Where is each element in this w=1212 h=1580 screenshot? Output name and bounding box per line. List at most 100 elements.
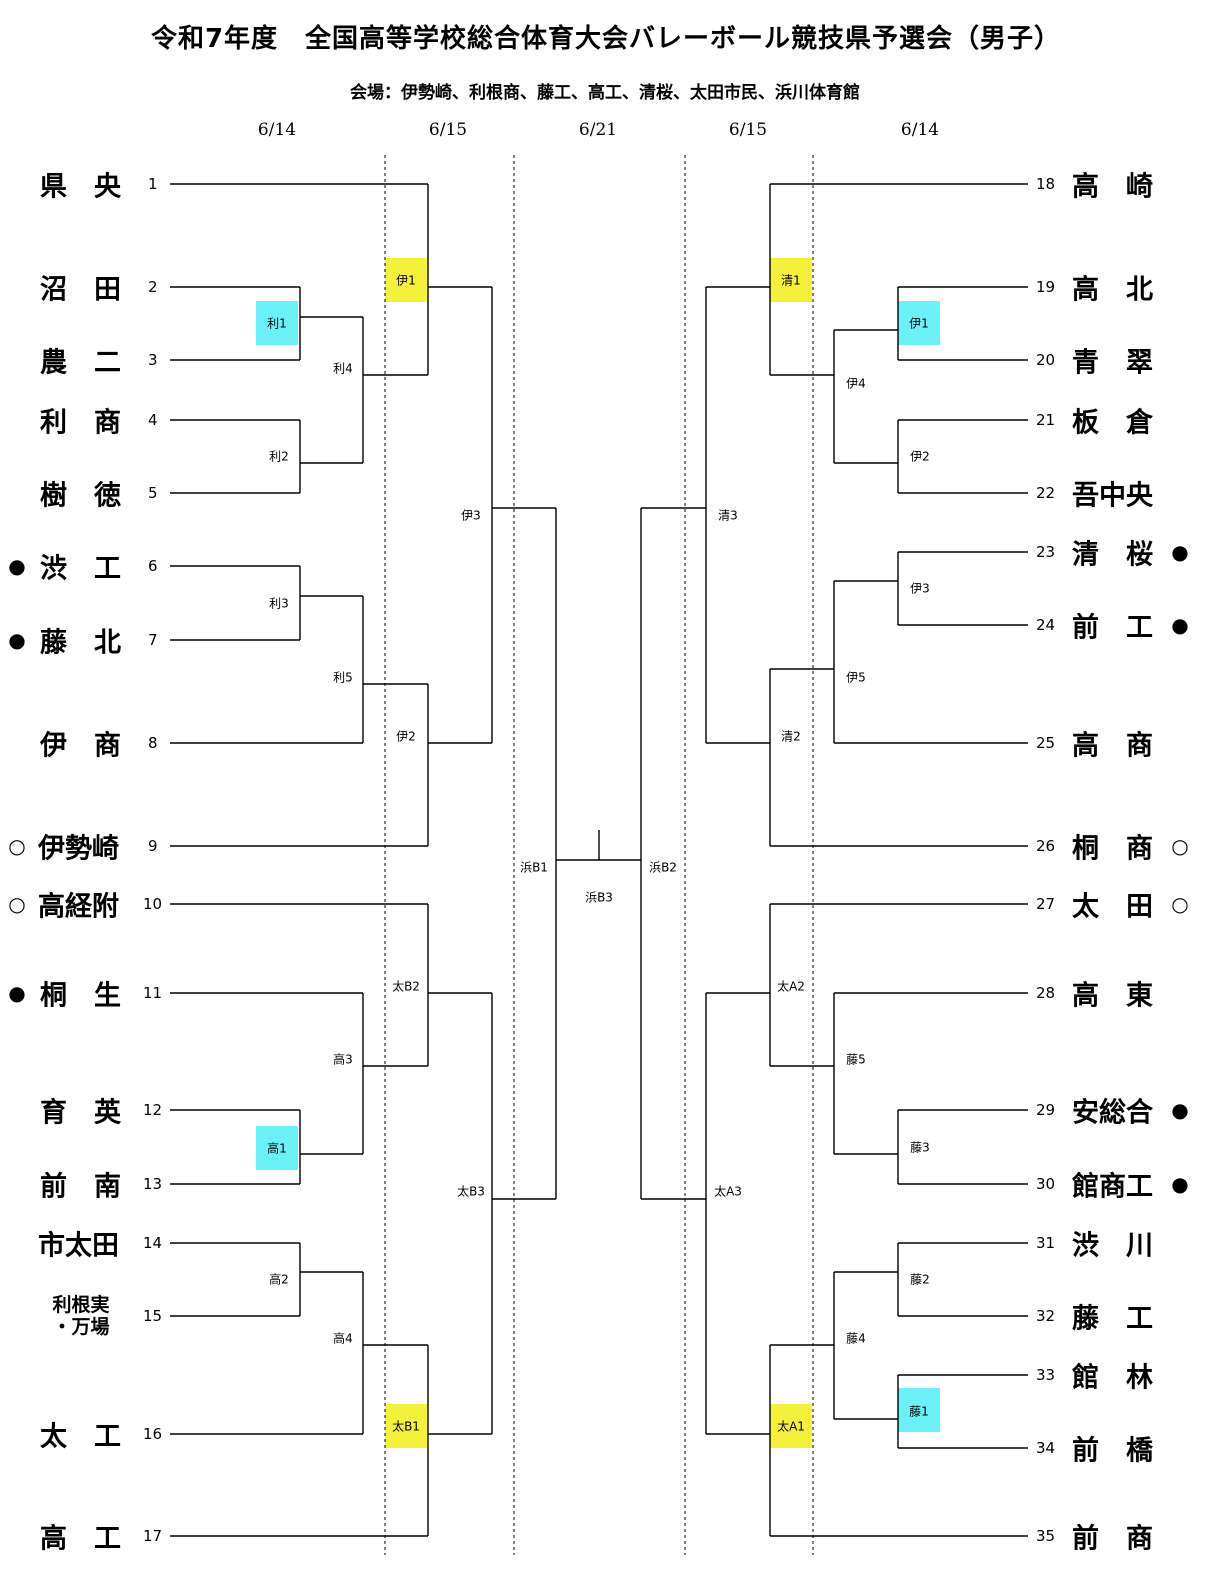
- seed-number: 5: [148, 484, 158, 502]
- team-name: 安総合: [1072, 1097, 1153, 1129]
- seed-number: 4: [148, 411, 158, 429]
- match-label: 高1: [267, 1141, 287, 1156]
- team-name: 高経附: [38, 891, 119, 923]
- team-name: 農 二: [40, 347, 121, 379]
- team-name: 高 崎: [1072, 171, 1153, 203]
- seed-number: 26: [1036, 837, 1056, 855]
- team-name: 伊 商: [40, 730, 121, 762]
- highlight-box-L_ri1: [256, 301, 298, 345]
- date-right-r2: 6/15: [728, 120, 768, 140]
- date-left-r2: 6/15: [428, 120, 468, 140]
- seed-number: 35: [1036, 1527, 1056, 1545]
- seed-number: 11: [143, 984, 163, 1002]
- highlight-box-L_tb1: [385, 1404, 427, 1448]
- seed-number: 15: [143, 1307, 163, 1325]
- match-label: 伊3: [910, 581, 930, 596]
- team-name: 桐 生: [40, 980, 121, 1012]
- match-label: 高4: [333, 1331, 353, 1346]
- highlight-box-L_t1: [256, 1126, 298, 1170]
- date-left-r1: 6/14: [257, 120, 297, 140]
- match-label: 清3: [718, 508, 738, 523]
- match-label: 太A2: [777, 979, 805, 994]
- open-circle-mark: ○: [1171, 892, 1189, 916]
- match-label: 伊1: [396, 273, 416, 288]
- seed-number: 18: [1036, 175, 1056, 193]
- seed-number: 34: [1036, 1439, 1056, 1457]
- seed-number: 22: [1036, 484, 1056, 502]
- match-label: 利5: [333, 670, 353, 685]
- team-name: 藤 工: [1072, 1303, 1153, 1335]
- filled-circle-mark: ●: [1171, 1098, 1189, 1122]
- filled-circle-mark: ●: [1171, 1172, 1189, 1196]
- team-name: 藤 北: [40, 627, 121, 659]
- highlight-box-R_s1: [770, 258, 812, 302]
- team-name: 館 林: [1072, 1362, 1153, 1394]
- team-name: 太 田: [1072, 891, 1153, 923]
- match-label: 浜B3: [585, 890, 613, 905]
- seed-number: 33: [1036, 1366, 1056, 1384]
- match-label: 太A3: [714, 1184, 742, 1199]
- seed-number: 20: [1036, 351, 1056, 369]
- match-label: 利4: [333, 361, 353, 376]
- team-name: 伊勢崎: [38, 833, 119, 865]
- team-name: 前 工: [1072, 612, 1153, 644]
- match-label: 清1: [781, 273, 801, 288]
- date-right-r1: 6/14: [900, 120, 940, 140]
- team-name: 青 翠: [1072, 347, 1153, 379]
- match-label: 伊5: [846, 670, 866, 685]
- match-label: 清2: [781, 729, 801, 744]
- match-label: 太B1: [392, 1419, 420, 1434]
- match-label: 太B2: [392, 979, 420, 994]
- team-name: 前 商: [1072, 1523, 1153, 1555]
- seed-number: 12: [143, 1101, 163, 1119]
- seed-number: 3: [148, 351, 158, 369]
- filled-circle-mark: ●: [8, 628, 26, 652]
- match-label: 藤1: [909, 1404, 929, 1419]
- seed-number: 6: [148, 557, 158, 575]
- match-label: 藤2: [910, 1272, 930, 1287]
- team-name: 県 央: [40, 171, 121, 203]
- team-name: 清 桜: [1072, 539, 1153, 571]
- filled-circle-mark: ●: [8, 554, 26, 578]
- match-label: 利2: [269, 449, 289, 464]
- match-label: 藤5: [846, 1052, 866, 1067]
- match-label: 利3: [269, 596, 289, 611]
- team-name: 吾中央: [1072, 480, 1153, 512]
- match-label: 太B3: [457, 1184, 485, 1199]
- team-name: 渋 工: [40, 553, 121, 585]
- match-label: 伊1: [909, 316, 929, 331]
- seed-number: 32: [1036, 1307, 1056, 1325]
- match-label: 伊4: [846, 376, 866, 391]
- seed-number: 1: [148, 175, 158, 193]
- filled-circle-mark: ●: [1171, 613, 1189, 637]
- seed-number: 10: [143, 895, 163, 913]
- match-label: 浜B1: [520, 860, 548, 875]
- team-name: 育 英: [40, 1097, 121, 1129]
- seed-number: 30: [1036, 1175, 1056, 1193]
- match-label: 利1: [267, 316, 287, 331]
- match-label: 伊2: [910, 449, 930, 464]
- open-circle-mark: ○: [1171, 834, 1189, 858]
- team-name: 高 北: [1072, 274, 1153, 306]
- team-name: 利 商: [40, 407, 121, 439]
- seed-number: 23: [1036, 543, 1056, 561]
- team-name: 高 商: [1072, 730, 1153, 762]
- team-name: 前 橋: [1072, 1435, 1153, 1467]
- seed-number: 19: [1036, 278, 1056, 296]
- seed-number: 27: [1036, 895, 1056, 913]
- seed-number: 28: [1036, 984, 1056, 1002]
- match-label: 伊3: [461, 508, 481, 523]
- team-name: 沼 田: [40, 274, 121, 306]
- seed-number: 7: [148, 631, 158, 649]
- open-circle-mark: ○: [8, 892, 26, 916]
- match-label: 高2: [269, 1272, 289, 1287]
- team-name: 桐 商: [1072, 833, 1153, 865]
- team-name: 市太田: [38, 1230, 119, 1262]
- seed-number: 16: [143, 1425, 163, 1443]
- date-final: 6/21: [578, 120, 618, 140]
- team-name: 高 工: [40, 1523, 121, 1555]
- seed-number: 29: [1036, 1101, 1056, 1119]
- venue-line: 会場：伊勢崎、利根商、藤工、高工、清桜、太田市民、浜川体育館: [350, 83, 860, 103]
- seed-number: 2: [148, 278, 158, 296]
